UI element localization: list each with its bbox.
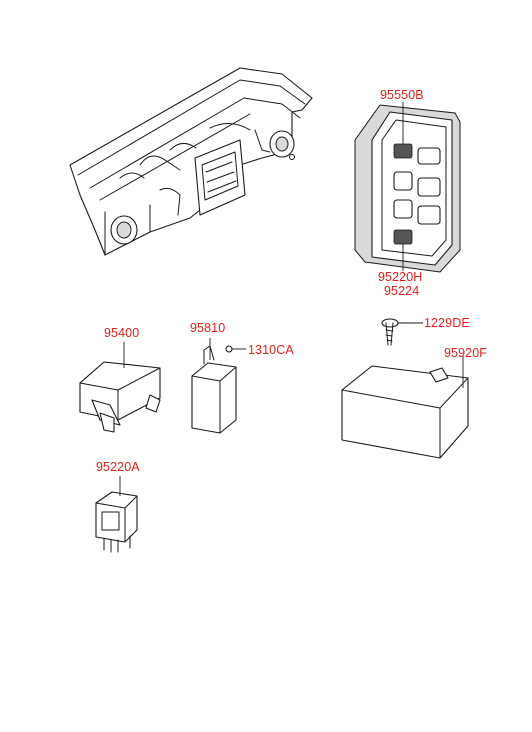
label-95400: 95400 [104,326,140,340]
module-95400-illustration [79,342,161,433]
label-95220a: 95220A [96,460,140,474]
label-95810: 95810 [190,321,226,335]
label-1310ca: 1310CA [248,343,294,357]
label-95224: 95224 [384,284,420,298]
label-95920f: 95920F [444,346,487,360]
screw-illustration [381,318,423,346]
label-95550b: 95550B [380,88,424,102]
label-95220h: 95220H [378,270,423,284]
relay-95220a-illustration [95,476,138,553]
dashboard-panel-illustration [69,67,313,256]
label-1229de: 1229DE [424,316,470,330]
junction-block-illustration [354,102,461,273]
module-95920f-illustration [341,356,469,459]
relay-95810-illustration [191,338,246,434]
